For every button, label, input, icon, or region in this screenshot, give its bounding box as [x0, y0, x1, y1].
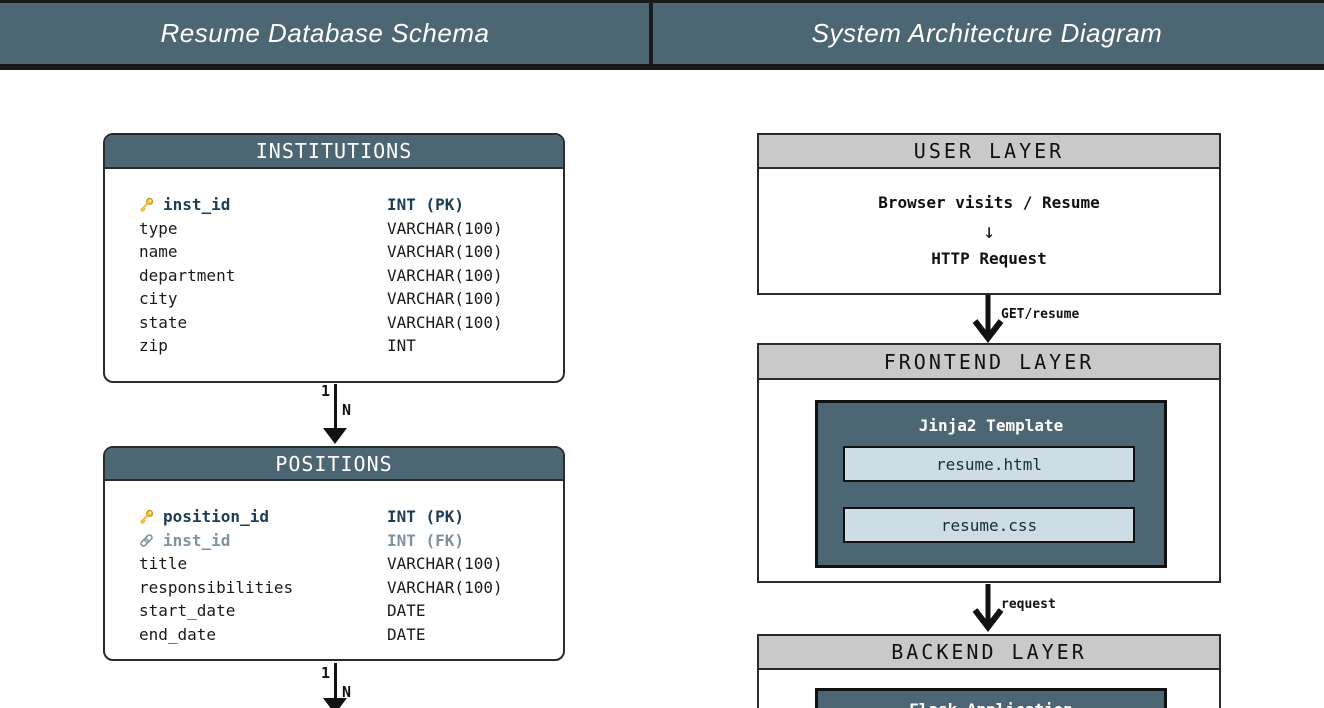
- resume-css-box: resume.css: [843, 507, 1135, 543]
- title-band: Resume Database Schema System Architectu…: [0, 0, 1324, 70]
- field-name: name: [139, 242, 178, 261]
- left-panel-title: Resume Database Schema: [160, 18, 490, 48]
- backend-layer-title: BACKEND LAYER: [759, 636, 1219, 670]
- table-institutions-title: INSTITUTIONS: [105, 135, 563, 169]
- user-layer-title: USER LAYER: [759, 135, 1219, 169]
- flow-arrow-label: request: [1001, 597, 1056, 612]
- jinja2-template-title: Jinja2 Template: [918, 416, 1064, 435]
- flask-application-title: Flask Application: [818, 691, 1164, 708]
- table-row: city VARCHAR(100): [105, 287, 563, 311]
- field-type: INT: [387, 336, 416, 355]
- flask-application-box: Flask Application: [815, 688, 1167, 708]
- cardinality-many: N: [342, 401, 352, 419]
- user-flow-text: Browser visits / Resume: [878, 192, 1100, 212]
- relationship-line: [334, 663, 337, 700]
- field-name: type: [139, 218, 178, 238]
- table-row: name VARCHAR(100): [105, 240, 563, 264]
- frontend-layer-title: FRONTEND LAYER: [759, 345, 1219, 380]
- right-panel-header: System Architecture Diagram: [650, 3, 1324, 64]
- field-type: VARCHAR(100): [387, 289, 503, 308]
- field-type: DATE: [387, 624, 426, 644]
- table-row: title VARCHAR(100): [105, 552, 563, 576]
- field-type: INT (PK): [387, 195, 465, 214]
- field-type: INT (FK): [387, 530, 465, 550]
- field-type: DATE: [387, 601, 426, 620]
- table-positions-title: POSITIONS: [105, 448, 563, 481]
- table-row: zip INT: [105, 334, 563, 358]
- cardinality-one: 1: [320, 382, 330, 400]
- cardinality-many: N: [342, 683, 352, 701]
- field-type: VARCHAR(100): [387, 218, 503, 238]
- table-institutions: INSTITUTIONS inst_id INT (PK) type VARCH…: [103, 133, 565, 383]
- field-type: VARCHAR(100): [387, 577, 503, 597]
- resume-html-box: resume.html: [843, 446, 1135, 482]
- field-type: VARCHAR(100): [387, 312, 503, 332]
- right-panel-title: System Architecture Diagram: [811, 18, 1163, 48]
- table-row: responsibilities VARCHAR(100): [105, 576, 563, 600]
- field-name: title: [139, 554, 188, 573]
- table-positions-body: position_id INT (PK) inst_id INT (FK) ti…: [105, 481, 563, 646]
- panel-divider: [649, 0, 653, 70]
- table-row: position_id INT (PK): [105, 505, 563, 529]
- field-name: department: [139, 265, 236, 285]
- field-name: responsibilities: [139, 577, 294, 597]
- table-row: inst_id INT (PK): [105, 193, 563, 217]
- key-icon: [139, 507, 163, 531]
- field-type: VARCHAR(100): [387, 242, 503, 261]
- flow-arrow-icon: [972, 584, 1004, 632]
- field-type: INT (PK): [387, 507, 465, 526]
- table-row: start_date DATE: [105, 599, 563, 623]
- jinja2-template-box: Jinja2 Template resume.html resume.css: [815, 400, 1167, 568]
- user-flow-text: HTTP Request: [931, 248, 1047, 268]
- relationship-line: [334, 384, 337, 432]
- field-name: state: [139, 312, 188, 332]
- field-name: inst_id: [163, 530, 231, 550]
- table-row: department VARCHAR(100): [105, 264, 563, 288]
- flow-arrow-icon: [972, 295, 1004, 343]
- user-layer-box: USER LAYER Browser visits / Resume ↓ HTT…: [757, 133, 1221, 295]
- table-row: state VARCHAR(100): [105, 311, 563, 335]
- field-name: inst_id: [163, 195, 231, 214]
- arrowhead-down-icon: [323, 698, 347, 708]
- field-name: zip: [139, 336, 168, 355]
- field-type: VARCHAR(100): [387, 554, 503, 573]
- arrowhead-down-icon: [323, 428, 347, 444]
- flow-arrow-label: GET/resume: [1001, 307, 1080, 322]
- down-arrow-icon: ↓: [982, 218, 996, 243]
- table-row: end_date DATE: [105, 623, 563, 647]
- field-name: position_id: [163, 507, 269, 526]
- field-name: city: [139, 289, 178, 308]
- table-institutions-body: inst_id INT (PK) type VARCHAR(100) name …: [105, 169, 563, 358]
- table-positions: POSITIONS position_id INT (PK) inst_id I…: [103, 446, 565, 661]
- left-panel-header: Resume Database Schema: [0, 3, 650, 64]
- field-type: VARCHAR(100): [387, 265, 503, 285]
- link-icon: [139, 531, 163, 555]
- field-name: start_date: [139, 601, 236, 620]
- table-row: inst_id INT (FK): [105, 529, 563, 553]
- table-row: type VARCHAR(100): [105, 217, 563, 241]
- key-icon: [139, 195, 163, 219]
- cardinality-one: 1: [320, 664, 330, 682]
- field-name: end_date: [139, 624, 217, 644]
- user-layer-body: Browser visits / Resume ↓ HTTP Request: [759, 169, 1219, 292]
